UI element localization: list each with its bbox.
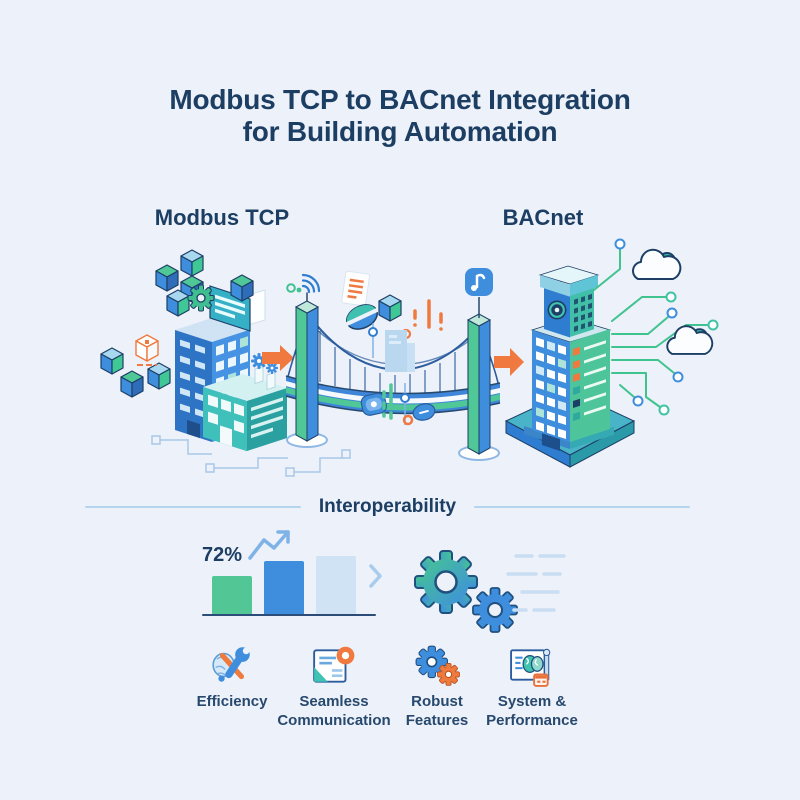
protocol-bridge [285, 268, 501, 461]
gears-illustration [414, 550, 566, 633]
rooftop-gear-icon [266, 362, 278, 374]
feature-item-system: System & Performance [476, 642, 588, 731]
feature-item-robust: Robust Features [392, 642, 482, 731]
floating-data-icons [341, 270, 443, 426]
integration-illustration [100, 238, 719, 477]
modbus-building [175, 285, 287, 452]
bar-green [212, 575, 252, 614]
capsule-icon [345, 304, 379, 330]
chevron-right-icon [369, 564, 382, 588]
wifi-icon [286, 273, 321, 302]
data-cubes-cluster [100, 249, 254, 398]
speed-lines [506, 554, 566, 612]
section-divider: Interoperability [85, 496, 690, 518]
page-title-line1: Modbus TCP to BACnet Integration [169, 84, 631, 115]
large-gear-icon [414, 550, 478, 614]
badge-icon [360, 392, 387, 416]
bacnet-label: BACnet [502, 205, 584, 230]
dual-gears-icon [415, 645, 460, 686]
bacnet-building [504, 265, 636, 468]
highlight-cube-icon [135, 334, 159, 366]
cloud-icon [666, 325, 714, 355]
circuit-nodes [614, 238, 719, 416]
feature-label: Efficiency [196, 693, 268, 710]
divider-line-right [474, 506, 690, 508]
bar-light [316, 555, 356, 614]
document-icon [341, 270, 371, 307]
blueprint-brain-icon [510, 648, 551, 687]
signal-app-icon [465, 268, 493, 318]
blue-oval-icon [412, 403, 436, 421]
modbus-tcp-label: Modbus TCP [154, 205, 290, 230]
cloud-icon [632, 248, 682, 280]
bridge-left-tower [294, 300, 320, 442]
chart-baseline [202, 613, 376, 616]
feature-item-efficiency: Efficiency [172, 642, 292, 712]
divider-line-left [85, 506, 301, 508]
document-alert-icon [313, 646, 355, 683]
page-title-line2: for Building Automation [242, 116, 558, 148]
building-silhouette [368, 323, 415, 372]
bridge-right-tower [466, 313, 492, 455]
adoption-bar-chart: 72% [202, 528, 384, 616]
cloud-circuit-network [593, 248, 709, 408]
flow-arrow-right [494, 348, 524, 376]
orange-ring-icon [402, 414, 414, 426]
feature-label: Robust Features [405, 693, 469, 729]
trend-arrow-icon [248, 530, 290, 560]
gear-icon [187, 284, 215, 312]
brain-wrench-icon [212, 647, 250, 682]
small-gear-icon [472, 587, 518, 633]
interoperability-heading: Interoperability [318, 496, 457, 517]
feature-item-communication: Seamless Communication [269, 642, 399, 731]
green-dashes [382, 383, 393, 420]
bar-blue [264, 560, 304, 614]
bar-value-label: 72% [202, 544, 243, 566]
feature-label: Seamless Communication [277, 693, 391, 729]
modbus-circuit-traces [151, 435, 351, 477]
feature-label: System & Performance [486, 693, 578, 729]
clock-lens-icon [547, 300, 567, 320]
flow-arrow-left [262, 345, 294, 371]
data-stream-dashes [413, 299, 443, 331]
page-title: Modbus TCP to BACnet Integration for Bui… [0, 84, 800, 149]
